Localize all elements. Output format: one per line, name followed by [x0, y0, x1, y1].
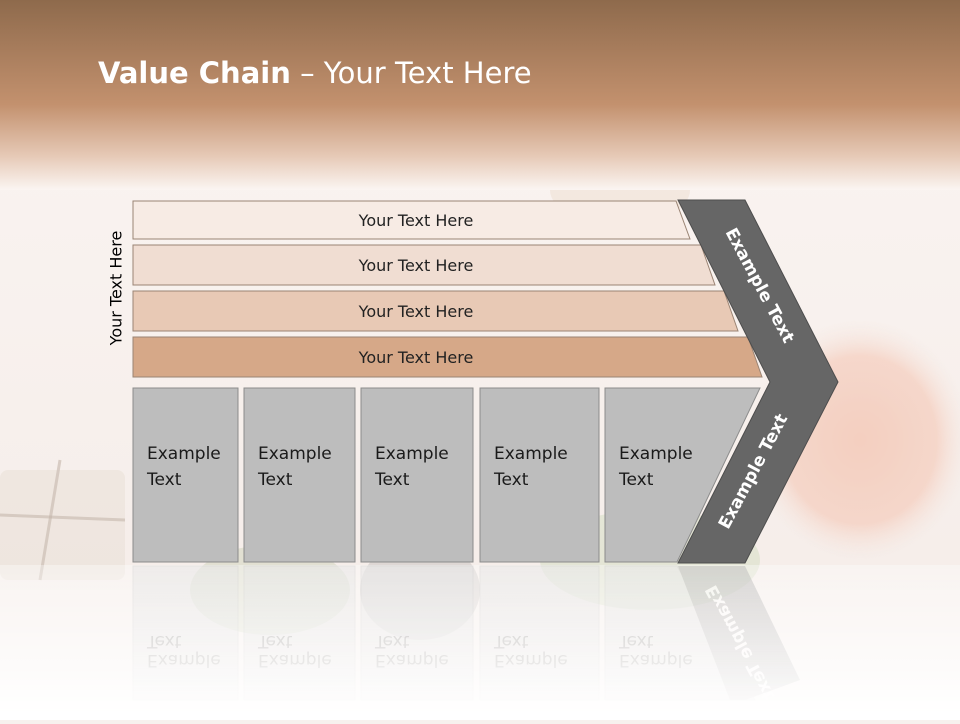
column-1-box	[132, 387, 239, 563]
title-bold: Value Chain	[98, 56, 291, 90]
slide-title: Value Chain – Your Text Here	[98, 56, 532, 90]
row-3-label: Your Text Here	[358, 302, 474, 321]
column-4-line2: Text	[493, 470, 529, 490]
reflection-fade	[0, 565, 960, 720]
title-rest: – Your Text Here	[290, 56, 532, 90]
column-4-line1: Example	[494, 444, 568, 464]
column-2-line2: Text	[257, 470, 293, 490]
column-3-line2: Text	[374, 470, 410, 490]
row-3-box	[132, 290, 739, 332]
row-2-label: Your Text Here	[358, 256, 474, 275]
column-5-box	[604, 387, 761, 563]
row-2-box	[132, 244, 716, 286]
column-3-line1: Example	[375, 444, 449, 464]
row-1-label: Your Text Here	[358, 211, 474, 230]
column-1-line1: Example	[147, 444, 221, 464]
row-1-box	[132, 200, 691, 240]
column-1-line2: Text	[146, 470, 182, 490]
column-3-box	[360, 387, 474, 563]
column-5-line2: Text	[618, 470, 654, 490]
header-band	[0, 0, 960, 190]
chevron-shape	[677, 199, 839, 564]
column-5-line1: Example	[619, 444, 693, 464]
row-4-label: Your Text Here	[358, 348, 474, 367]
column-2-box	[243, 387, 356, 563]
row-4-box	[132, 336, 763, 378]
side-label: Your Text Here	[106, 230, 126, 346]
column-2-line1: Example	[258, 444, 332, 464]
column-4-box	[479, 387, 600, 563]
